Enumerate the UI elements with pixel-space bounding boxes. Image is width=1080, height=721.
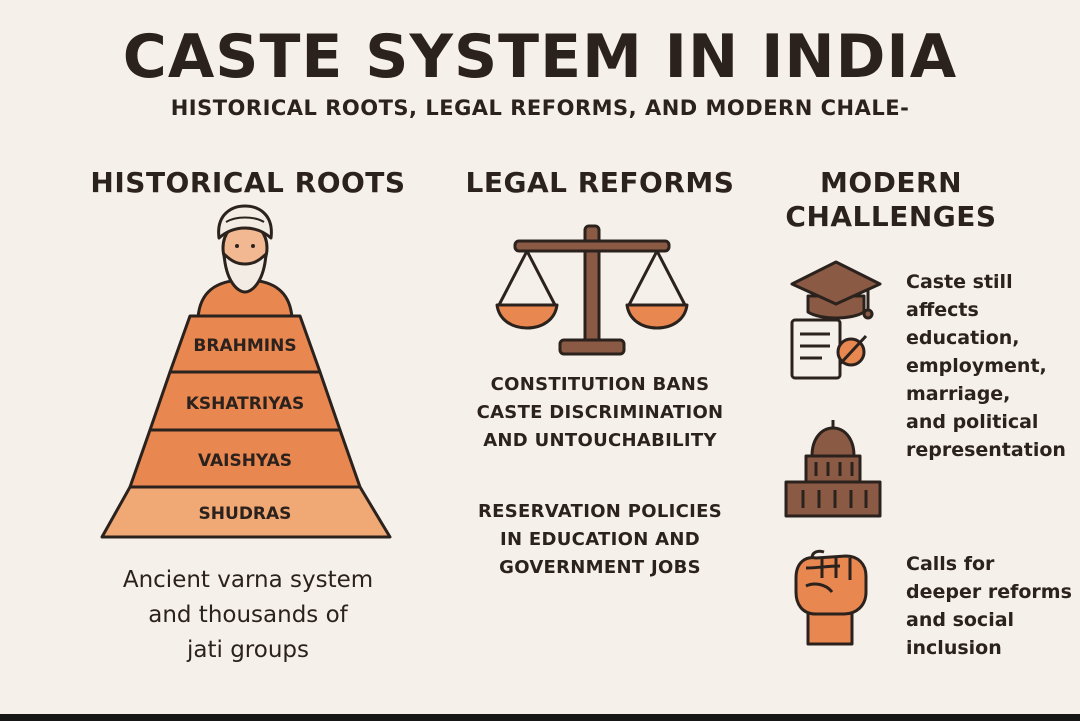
heading-modern-line-1: MODERN — [819, 166, 963, 199]
government-building-icon — [784, 420, 882, 518]
legal-text-reservation: RESERVATION POLICIES IN EDUCATION AND GO… — [440, 498, 760, 582]
historical-caption-line-3: jati groups — [187, 637, 309, 663]
heading-historical-roots: HISTORICAL ROOTS — [90, 166, 406, 199]
bottom-border — [0, 714, 1080, 721]
modern-text-calls-for-reform: Calls for deeper reforms and social incl… — [906, 550, 1072, 662]
historical-caption: Ancient varna system and thousands of ja… — [60, 563, 436, 668]
pyramid-label-shudras: SHUDRAS — [199, 504, 292, 524]
pyramid-tier-shudras — [100, 485, 392, 539]
legal-text-reservation-line-2: IN EDUCATION AND — [500, 529, 700, 550]
sage-figure-icon — [196, 204, 294, 320]
legal-text-constitution-line-1: CONSTITUTION BANS — [490, 374, 710, 395]
heading-modern-line-2: CHALLENGES — [785, 200, 997, 233]
modern-text-1-line-3: education, — [906, 327, 1020, 349]
modern-text-1-line-4: employment, — [906, 355, 1047, 377]
modern-text-1-line-2: affects — [906, 299, 979, 321]
caste-pyramid — [100, 314, 392, 539]
modern-text-2-line-1: Calls for — [906, 553, 995, 575]
pyramid-label-kshatriyas: KSHATRIYAS — [186, 394, 305, 414]
historical-caption-line-2: and thousands of — [148, 602, 348, 628]
legal-text-reservation-line-3: GOVERNMENT JOBS — [499, 557, 701, 578]
scales-of-justice-icon — [495, 224, 689, 356]
pyramid-label-brahmins: BRAHMINS — [193, 336, 296, 356]
modern-text-caste-affects: Caste still affects education, employmen… — [906, 268, 1066, 464]
legal-text-reservation-line-1: RESERVATION POLICIES — [478, 501, 722, 522]
modern-text-1-line-5: marriage, — [906, 383, 1011, 405]
modern-text-2-line-3: and social — [906, 609, 1015, 631]
modern-text-1-line-7: representation — [906, 439, 1066, 461]
page-subtitle: HISTORICAL ROOTS, LEGAL REFORMS, AND MOD… — [170, 96, 910, 120]
heading-modern-challenges: MODERN CHALLENGES — [764, 166, 1018, 234]
pyramid-label-vaishyas: VAISHYAS — [198, 451, 292, 471]
modern-text-1-line-1: Caste still — [906, 271, 1013, 293]
legal-text-constitution-line-2: CASTE DISCRIMINATION — [476, 402, 724, 423]
heading-legal-reforms: LEGAL REFORMS — [465, 166, 735, 199]
modern-text-2-line-2: deeper reforms — [906, 581, 1072, 603]
page-title: CASTE SYSTEM IN INDIA — [122, 22, 958, 92]
modern-text-1-line-6: and political — [906, 411, 1039, 433]
historical-caption-line-1: Ancient varna system — [122, 567, 374, 593]
graduation-cap-document-icon — [790, 260, 882, 380]
legal-text-constitution: CONSTITUTION BANS CASTE DISCRIMINATION A… — [440, 371, 760, 455]
modern-text-2-line-4: inclusion — [906, 637, 1002, 659]
raised-fist-icon — [794, 549, 868, 646]
legal-text-constitution-line-3: AND UNTOUCHABILITY — [483, 430, 717, 451]
